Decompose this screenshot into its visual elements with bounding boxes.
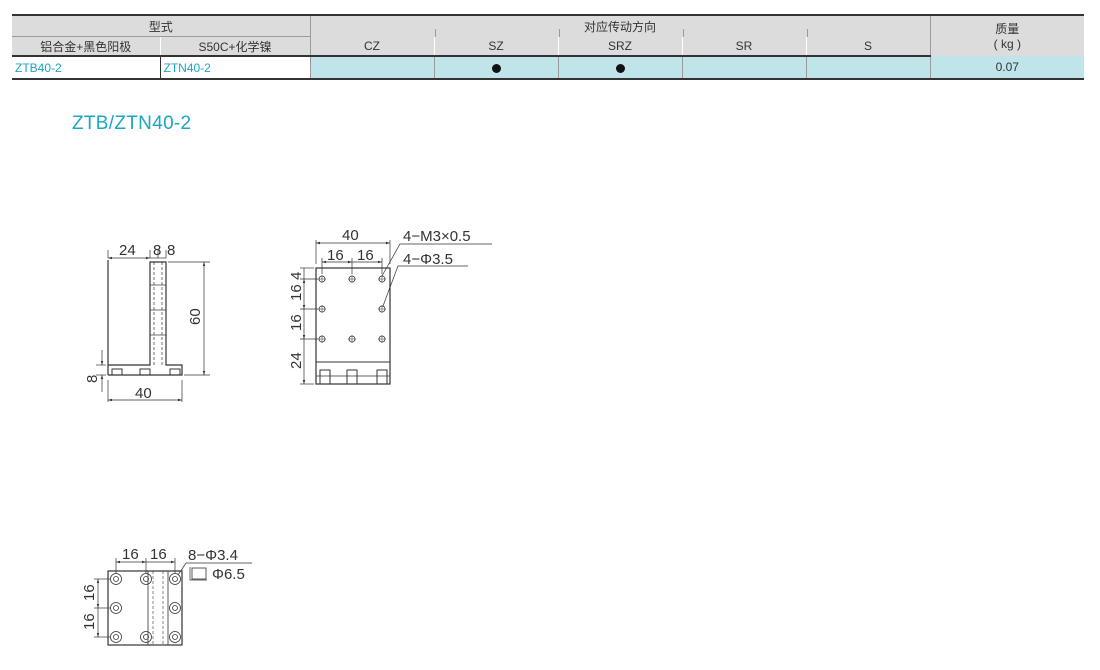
- col-sz: SZ: [433, 36, 559, 57]
- mass-header-unit: ( kg ): [993, 37, 1021, 51]
- dim-text: 16: [327, 247, 344, 264]
- dim-text: 60: [187, 308, 204, 325]
- divider-tick: [682, 28, 684, 37]
- aluminum-model-link[interactable]: ZTB40-2: [12, 56, 160, 79]
- steel-model-link[interactable]: ZTN40-2: [159, 56, 311, 79]
- col-aluminum-model: 铝合金+黑色阳极: [12, 36, 160, 57]
- side-view: [300, 240, 492, 385]
- cell-s: [805, 56, 931, 79]
- type-group-header: 型式: [12, 14, 311, 37]
- dim-text: 16: [81, 584, 98, 601]
- table-row: ZTB40-2 ZTN40-2 0.07: [12, 56, 1085, 79]
- col-steel-model: S50C+化学镍: [159, 36, 311, 57]
- supported-dot: [491, 63, 501, 73]
- dim-text: 16: [122, 546, 139, 563]
- mass-header-label: 质量: [995, 22, 1020, 36]
- spec-table: 型式 对应传动方向 质量 ( kg ) 铝合金+黑色阳极 S50C+化学镍 CZ…: [12, 14, 1085, 80]
- divider-tick: [806, 28, 808, 37]
- dim-text: 40: [342, 227, 359, 244]
- dim-text: 8: [167, 242, 175, 259]
- col-cz: CZ: [309, 36, 435, 57]
- cell-cz: [309, 56, 435, 79]
- counterbore-note: Φ6.5: [212, 566, 245, 583]
- dim-text: 40: [135, 385, 152, 402]
- mass-header: 质量 ( kg ): [929, 14, 1085, 56]
- bottom-view: [94, 558, 252, 646]
- cell-srz: [557, 56, 683, 79]
- drawing-title: ZTB/ZTN40-2: [72, 113, 192, 134]
- dim-text: 16: [357, 247, 374, 264]
- dim-text: 16: [288, 314, 305, 331]
- direction-group-label: 对应传动方向: [584, 19, 657, 34]
- hole-note: 8−Φ3.4: [188, 547, 238, 564]
- dim-text: 4: [288, 272, 305, 280]
- dim-text: 8: [153, 242, 161, 259]
- front-view: [96, 250, 210, 402]
- cell-sz: [433, 56, 559, 79]
- col-s: S: [805, 36, 931, 57]
- dim-text: 24: [288, 352, 305, 369]
- divider-tick: [434, 28, 436, 37]
- direction-group-header: 对应传动方向: [309, 14, 931, 37]
- divider-tick: [558, 28, 560, 37]
- cell-sr: [681, 56, 807, 79]
- dim-text: 16: [81, 613, 98, 630]
- thread-note: 4−M3×0.5: [403, 228, 471, 245]
- dim-text: 8: [84, 375, 101, 383]
- mass-value: 0.07: [929, 56, 1085, 79]
- dim-text: 16: [150, 546, 167, 563]
- col-sr: SR: [681, 36, 807, 57]
- dim-text: 16: [288, 284, 305, 301]
- col-srz: SRZ: [557, 36, 683, 57]
- supported-dot: [615, 63, 625, 73]
- dim-text: 24: [119, 242, 136, 259]
- hole-note: 4−Φ3.5: [403, 251, 453, 268]
- counterbore-symbol: [191, 567, 207, 580]
